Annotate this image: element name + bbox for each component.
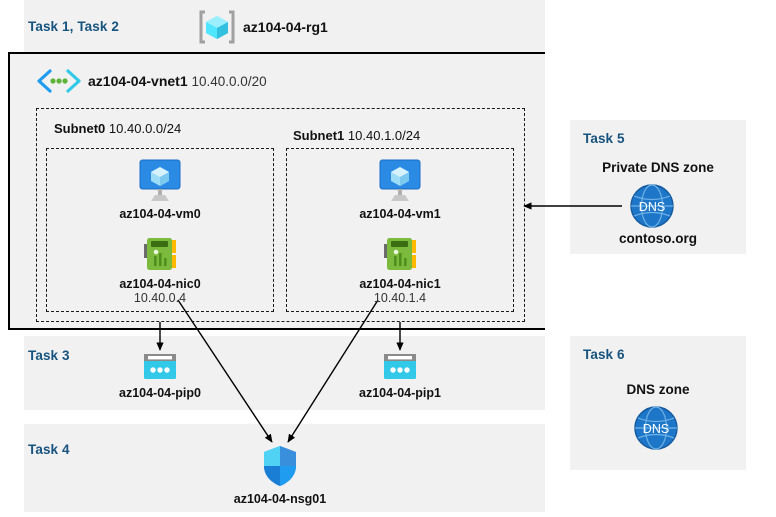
subnet1-cidr: 10.40.1.0/24 [347,128,421,143]
task-label-4: Task 4 [28,442,70,457]
virtual-machine-icon [139,159,181,201]
pip1-label: az104-04-pip1 [359,386,441,400]
network-interface-icon [384,238,416,270]
task-label-3: Task 3 [28,348,70,363]
node-vm1[interactable]: az104-04-vm1 [350,158,450,221]
vm1-label: az104-04-vm1 [359,207,441,221]
nic1-ip: 10.40.1.4 [373,291,427,305]
dns-zone-icon[interactable]: DNS [628,182,676,230]
subnet0-name: Subnet0 [54,121,106,136]
node-pip0[interactable]: az104-04-pip0 [110,352,210,400]
network-interface-icon [144,238,176,270]
subnet0-cidr: 10.40.0.0/24 [108,121,182,136]
task-label-5: Task 5 [583,131,625,146]
node-nic1[interactable]: az104-04-nic1 10.40.1.4 [350,236,450,305]
dns-icon-text: DNS [643,422,669,436]
resource-group-icon [198,8,236,46]
dns-zone-icon[interactable]: DNS [632,404,680,452]
virtual-machine-icon [379,159,421,201]
private-dns-zone-title: Private DNS zone [602,160,714,175]
subnet1-name: Subnet1 [293,128,345,143]
resource-group-name: az104-04-rg1 [243,19,328,35]
private-dns-zone-name: contoso.org [619,231,697,246]
task3-band [24,336,545,410]
node-pip1[interactable]: az104-04-pip1 [350,352,450,400]
dns-zone-title: DNS zone [626,382,690,397]
nic1-label: az104-04-nic1 [359,277,441,291]
vm0-label: az104-04-vm0 [119,207,201,221]
nic0-ip: 10.40.0.4 [133,291,187,305]
pip0-label: az104-04-pip0 [119,386,201,400]
network-security-group-icon [264,446,296,486]
nic0-label: az104-04-nic0 [119,277,201,291]
virtual-network-container [8,52,545,330]
subnet1-label: Subnet1 10.40.1.0/24 [293,128,420,143]
node-vm0[interactable]: az104-04-vm0 [110,158,210,221]
subnet0-label: Subnet0 10.40.0.0/24 [54,121,181,136]
virtual-network-icon [36,68,82,94]
subnet1-box [286,148,514,312]
node-nsg[interactable]: az104-04-nsg01 [230,444,330,506]
subnet0-box [46,148,274,312]
node-nic0[interactable]: az104-04-nic0 10.40.0.4 [110,236,210,305]
resource-group-band [24,0,545,52]
task-label-1-2: Task 1, Task 2 [28,19,119,34]
task-label-6: Task 6 [583,347,625,362]
vnet-header: az104-04-vnet1 10.40.0.0/20 [88,73,267,89]
vnet-name: az104-04-vnet1 [88,73,188,89]
public-ip-icon [384,354,416,379]
subnets-region [36,108,525,322]
dns-icon-text: DNS [639,200,665,214]
nsg-label: az104-04-nsg01 [233,492,327,506]
vnet-address-space: 10.40.0.0/20 [191,74,267,89]
public-ip-icon [144,354,176,379]
